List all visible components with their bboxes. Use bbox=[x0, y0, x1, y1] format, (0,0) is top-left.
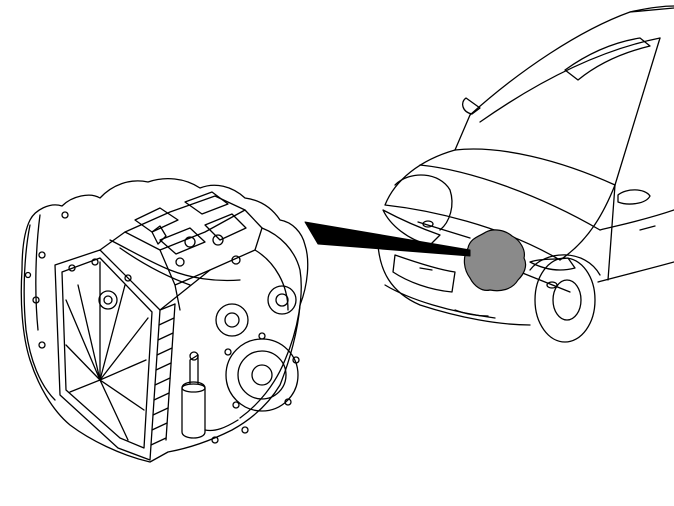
output-bolt-1 bbox=[258, 332, 266, 340]
cover-ribs bbox=[65, 261, 149, 441]
cover-bolt-2 bbox=[91, 258, 99, 266]
lower-bolt-2 bbox=[241, 426, 249, 434]
front-wheel-right bbox=[534, 257, 596, 343]
location-pointer bbox=[304, 221, 471, 257]
cv-joint-right bbox=[546, 281, 558, 289]
valve-block-2 bbox=[184, 191, 229, 215]
sensor-cylinder bbox=[151, 225, 167, 245]
connector-2 bbox=[212, 234, 224, 246]
transmission-unit bbox=[20, 177, 309, 463]
gear-boss bbox=[215, 303, 249, 337]
output-bolt-2 bbox=[292, 356, 300, 364]
car-front-view bbox=[377, 5, 674, 343]
cover-plug bbox=[98, 290, 118, 310]
upper-right-boss bbox=[267, 285, 297, 315]
valve-body-top bbox=[99, 195, 263, 311]
output-shaft-ring bbox=[237, 350, 287, 400]
grille-emblem bbox=[419, 267, 433, 271]
a-pillar-right bbox=[614, 37, 661, 186]
oil-filter-fitting bbox=[189, 351, 199, 361]
cover-bolt-3 bbox=[124, 274, 132, 282]
bell-bolt-4 bbox=[61, 211, 69, 219]
connector-1 bbox=[184, 236, 196, 248]
oil-filter-top bbox=[181, 383, 206, 393]
car-roofline-rear bbox=[629, 5, 674, 13]
bell-bolt-3 bbox=[38, 341, 46, 349]
gear-boss-inner bbox=[224, 312, 240, 328]
front-wheel-hub bbox=[552, 279, 582, 321]
upper-right-boss-inner bbox=[275, 293, 289, 307]
output-bolt-3 bbox=[284, 398, 292, 406]
side-cover-inner bbox=[61, 257, 153, 449]
car-side-sill bbox=[597, 261, 674, 283]
wheel-arch bbox=[529, 254, 601, 276]
output-shaft-housing bbox=[225, 338, 299, 412]
windshield-bottom bbox=[454, 148, 616, 186]
right-housing-flange bbox=[254, 249, 289, 311]
valve-body-ridge-1 bbox=[124, 209, 246, 251]
cover-bolt-1 bbox=[68, 264, 76, 272]
hood-right-edge bbox=[559, 184, 616, 261]
door-handle bbox=[639, 225, 656, 231]
grille bbox=[392, 254, 456, 293]
bell-housing bbox=[23, 214, 56, 401]
output-bolt-4 bbox=[232, 401, 240, 409]
cover-plug-inner bbox=[103, 295, 113, 305]
lower-bolt-1 bbox=[211, 436, 219, 444]
output-bolt-5 bbox=[224, 348, 232, 356]
a-pillar-left bbox=[454, 114, 471, 151]
right-housing bbox=[239, 227, 302, 419]
connector-4 bbox=[231, 255, 241, 265]
front-bumper bbox=[377, 244, 531, 326]
side-cover-panel bbox=[54, 249, 161, 461]
bell-bolt-1 bbox=[38, 251, 46, 259]
car-side-body bbox=[599, 209, 674, 231]
driveshaft-right bbox=[519, 271, 571, 293]
valve-block-4 bbox=[204, 213, 247, 241]
oil-filter-pipe bbox=[189, 354, 199, 385]
bell-bolt-5 bbox=[24, 271, 32, 279]
bell-bolt-2 bbox=[32, 296, 40, 304]
windshield-top bbox=[479, 37, 661, 123]
valve-block-1 bbox=[134, 207, 179, 233]
oil-filter-canister bbox=[181, 381, 206, 439]
headlight-left bbox=[382, 209, 441, 246]
valve-body-ridge-2 bbox=[159, 249, 211, 286]
output-shaft-center bbox=[251, 364, 273, 386]
door-line bbox=[607, 184, 616, 281]
fog-light bbox=[454, 309, 489, 317]
valve-body-ridge-3 bbox=[174, 284, 181, 311]
valve-block-3 bbox=[159, 227, 206, 255]
driveshaft-left bbox=[417, 221, 471, 239]
lower-housing bbox=[204, 419, 239, 432]
sunroof bbox=[564, 37, 651, 81]
side-mirror-left bbox=[461, 97, 481, 115]
hood-crease bbox=[419, 164, 601, 231]
connector-3 bbox=[175, 257, 185, 267]
cv-joint-left bbox=[422, 220, 434, 228]
wiring-harness bbox=[109, 239, 241, 282]
side-mirror-right bbox=[617, 189, 651, 205]
cooling-fins bbox=[150, 303, 176, 446]
highlighted-transmission-location bbox=[463, 229, 527, 292]
wiring-harness-2 bbox=[119, 247, 191, 286]
front-wheel-left bbox=[394, 174, 453, 231]
car-roof-outline bbox=[469, 7, 674, 116]
